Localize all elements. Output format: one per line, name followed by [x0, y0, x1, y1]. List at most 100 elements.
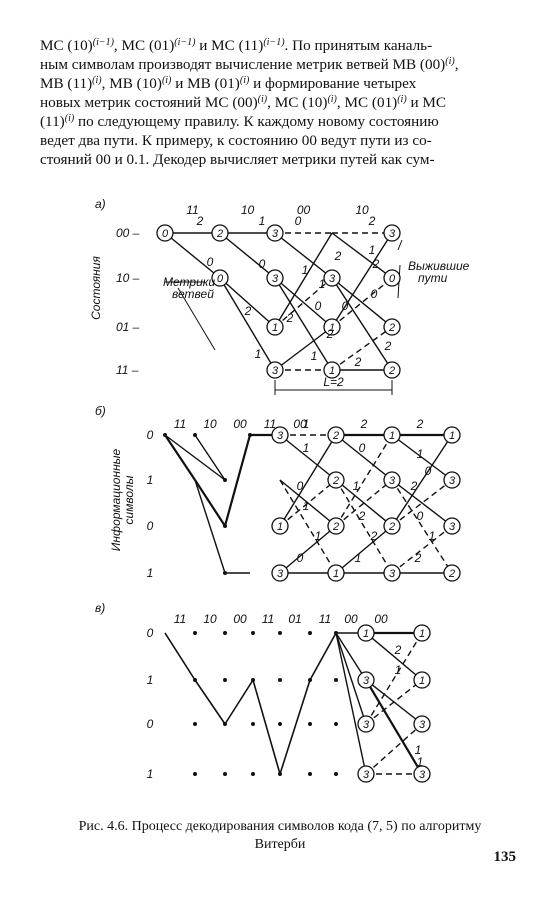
- state-metric: 2: [388, 322, 395, 334]
- state-node: [323, 269, 341, 287]
- state-metric: 3: [272, 365, 279, 377]
- state-node: [156, 224, 174, 242]
- body-line: ным символам производят вычисление метри…: [40, 56, 459, 73]
- state-node: [443, 426, 461, 444]
- channel-symbols: 11: [262, 612, 274, 626]
- state-metric: 1: [363, 628, 369, 640]
- trellis-dot: [251, 772, 255, 776]
- caption-line: Рис. 4.6. Процесс декодирования символов…: [78, 819, 482, 834]
- channel-symbols: 00: [344, 612, 358, 626]
- trellis-dot: [223, 722, 227, 726]
- branch-metric: 1: [303, 441, 310, 455]
- state-metric: 3: [272, 273, 279, 285]
- figure-caption: Рис. 4.6. Процесс декодирования символов…: [30, 818, 530, 854]
- trellis-branch: [365, 723, 423, 775]
- trellis-dot: [278, 631, 282, 635]
- state-node: [271, 564, 289, 582]
- branch-metric: 0: [342, 299, 349, 313]
- trellis-branch: [279, 525, 337, 574]
- row-label: 1: [147, 673, 154, 687]
- trellis-branch: [219, 277, 276, 328]
- channel-symbols: 00: [293, 417, 307, 431]
- trellis-dot: [334, 678, 338, 682]
- trellis-dot: [278, 772, 282, 776]
- branch-metric: 0: [295, 214, 302, 228]
- page-number: 135: [493, 849, 517, 865]
- trellis-branch: [274, 277, 333, 371]
- state-node: [266, 224, 284, 242]
- channel-symbols: 00: [374, 612, 388, 626]
- state-node: [271, 517, 289, 535]
- state-metric: 3: [449, 475, 456, 487]
- trellis-branch: [335, 479, 393, 527]
- caption-line: Витерби: [254, 837, 306, 852]
- state-node: [327, 426, 345, 444]
- trellis-branch: [279, 479, 337, 527]
- branch-metric: 2: [354, 355, 362, 369]
- trellis-branch: [274, 326, 333, 371]
- trellis-branch: [279, 434, 337, 527]
- decoded-path: [252, 679, 281, 775]
- state-metric: 2: [332, 475, 339, 487]
- branch-metric: 0: [425, 464, 432, 478]
- branch-metric: 0: [297, 551, 304, 565]
- body-line: (11)(i) по следующему правилу. К каждому…: [40, 113, 439, 130]
- state-node: [211, 224, 229, 242]
- trellis-branch: [279, 479, 337, 527]
- trellis-branch: [391, 479, 453, 574]
- channel-symbols: 00: [297, 203, 311, 217]
- branch-metric: 2: [416, 417, 424, 431]
- decoded-path: [164, 434, 196, 481]
- label-pointer: [177, 287, 216, 351]
- state-node: [323, 318, 341, 336]
- decoded-path: [164, 632, 196, 681]
- body-text: МС (10)(i−1), МС (01)(i−1) и МС (11)(i−1…: [40, 36, 518, 169]
- branch-metric: 2: [286, 311, 294, 325]
- state-node: [271, 426, 289, 444]
- trellis-branch: [335, 632, 367, 775]
- branch-metric: 1: [429, 529, 436, 543]
- trellis-branch: [391, 434, 453, 481]
- trellis-branch: [335, 632, 367, 681]
- state-metric: 1: [272, 322, 278, 334]
- state-node: [383, 361, 401, 379]
- decoded-path: [309, 632, 337, 681]
- trellis-branch: [164, 434, 226, 481]
- trellis-branch: [194, 434, 226, 481]
- state-node: [357, 671, 375, 689]
- branch-metric: 2: [334, 249, 342, 263]
- branch-metric: 2: [410, 479, 418, 493]
- state-node: [327, 471, 345, 489]
- row-label: 1: [147, 473, 154, 487]
- branch-metric: 2: [368, 214, 376, 228]
- vertical-axis-label: Информационные: [109, 448, 123, 551]
- trellis-branch: [335, 525, 393, 574]
- trellis-branch: [194, 479, 226, 574]
- state-node: [357, 765, 375, 783]
- trellis-branch: [219, 277, 276, 371]
- state-metric: 1: [329, 365, 335, 377]
- branch-metric: 0: [297, 479, 304, 493]
- trellis-branch: [219, 232, 276, 279]
- decoded-path: [223, 434, 252, 527]
- trellis-branch: [365, 632, 423, 725]
- state-metric: 3: [449, 521, 456, 533]
- state-node: [443, 564, 461, 582]
- state-metric: 3: [389, 228, 396, 240]
- row-label: 1: [147, 566, 154, 580]
- branch-metric: 2: [394, 643, 402, 657]
- state-metric: 1: [449, 430, 455, 442]
- trellis-branch: [335, 632, 367, 725]
- branch-metric: 2: [326, 327, 334, 341]
- trellis-branch: [279, 479, 337, 574]
- state-metric: 3: [272, 228, 279, 240]
- body-line: МВ (11)(i), МВ (10)(i) и МВ (01)(i) и фо…: [40, 75, 417, 92]
- trellis-branch: [274, 277, 333, 328]
- trellis-dot: [193, 631, 197, 635]
- body-line: МС (10)(i−1), МС (01)(i−1) и МС (11)(i−1…: [40, 37, 433, 54]
- branch-metric: 1: [255, 347, 262, 361]
- branch-metric: 0: [417, 509, 424, 523]
- state-node: [413, 624, 431, 642]
- row-label: 1: [147, 767, 154, 781]
